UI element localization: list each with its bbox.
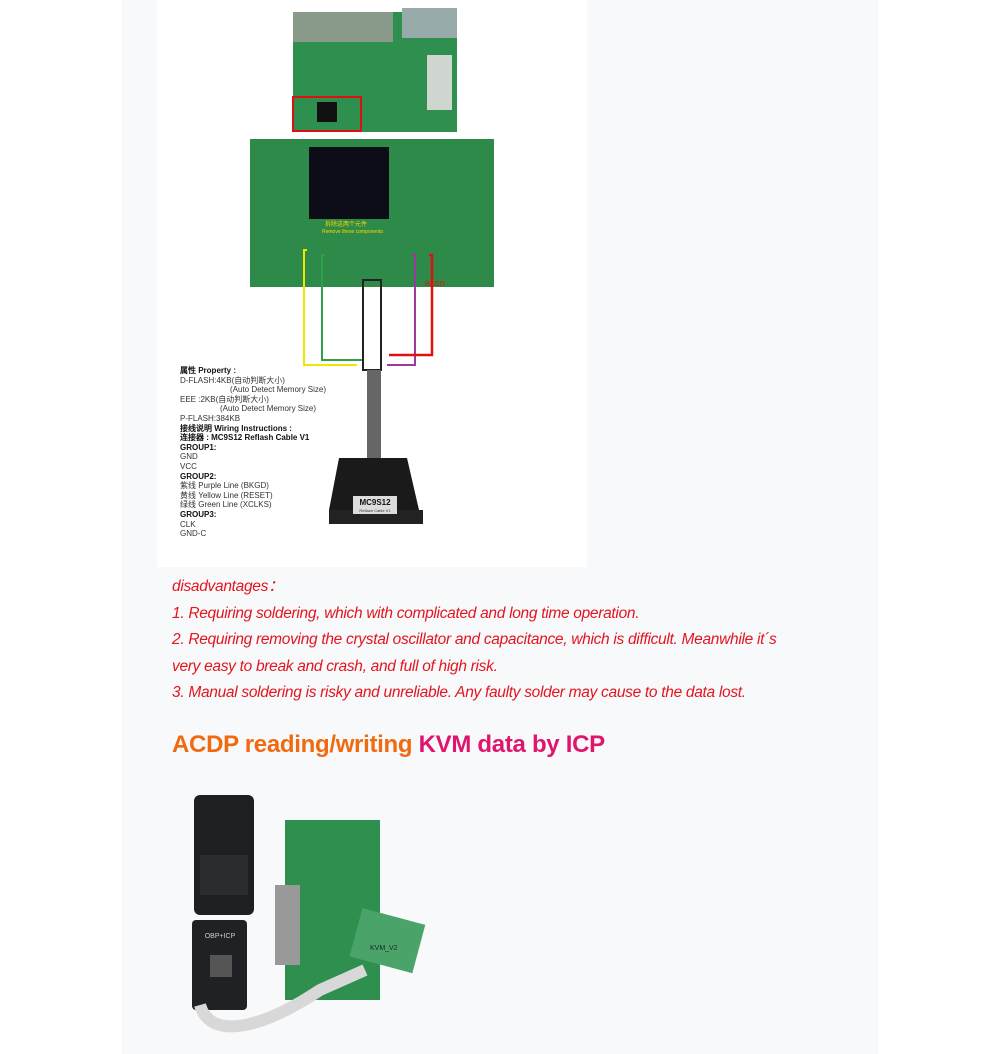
acdp-icp-photo: OBP+ICP KVM_V2 xyxy=(192,795,426,1033)
property-line: VCC xyxy=(180,461,197,471)
connector-title: MC9S12 xyxy=(359,498,391,507)
disadvantages-title: disadvantages： xyxy=(172,578,284,595)
section-heading: ACDP reading/writing KVM data by ICP xyxy=(172,731,605,759)
property-line: GND-C xyxy=(180,529,207,539)
property-line: D-FLASH:4KB(自动判断大小) xyxy=(180,375,285,385)
disadvantage-item: 3. Manual soldering is risky and unrelia… xyxy=(172,684,746,701)
property-line: CLK xyxy=(180,519,196,529)
kvm-board-label: KVM_V2 xyxy=(370,945,398,952)
mcu-chip xyxy=(309,147,389,219)
highlight-box xyxy=(292,96,362,132)
wiring-diagram-figure: 拆除这两个元件 Remove these components BKGD MC9… xyxy=(157,0,587,567)
heading-part2: KVM data by ICP xyxy=(418,731,606,758)
property-line: 属性 Property : xyxy=(180,366,237,375)
pcb-wiring-illustration: 拆除这两个元件 Remove these components BKGD MC9… xyxy=(250,8,494,524)
property-line: 绿线 Green Line (XCLKS) xyxy=(180,500,272,510)
property-line: EEE :2KB(自动判断大小) xyxy=(180,394,269,404)
disadvantages-section: disadvantages： 1. Requiring soldering, w… xyxy=(172,574,777,707)
property-line: GND xyxy=(180,452,198,462)
bkgd-label: BKGD xyxy=(425,281,445,288)
disadvantage-item: very easy to break and crash, and full o… xyxy=(172,657,498,675)
property-line: P-FLASH:384KB xyxy=(180,413,241,423)
adapter-label: OBP+ICP xyxy=(205,933,236,940)
remove-note-cn: 拆除这两个元件 xyxy=(325,220,367,228)
property-line: 黄线 Yellow Line (RESET) xyxy=(180,490,273,500)
property-line: GROUP3: xyxy=(180,509,217,519)
heading-part1: ACDP reading/writing xyxy=(172,731,419,758)
property-line: (Auto Detect Memory Size) xyxy=(230,385,327,395)
disadvantage-item: 2. Requiring removing the crystal oscill… xyxy=(172,631,777,648)
property-line: (Auto Detect Memory Size) xyxy=(220,404,317,414)
property-list: 属性 Property :D-FLASH:4KB(自动判断大小)(Auto De… xyxy=(180,366,326,539)
connector-subtitle: Reflash Cable V1 xyxy=(359,508,391,513)
property-line: GROUP1: xyxy=(180,442,217,452)
property-line: 接线说明 Wiring Instructions : xyxy=(180,423,292,433)
property-line: 紫线 Purple Line (BKGD) xyxy=(180,481,269,491)
disadvantage-item: 1. Requiring soldering, which with compl… xyxy=(172,604,640,622)
remove-note-en: Remove these components xyxy=(322,229,383,235)
property-line: GROUP2: xyxy=(180,471,217,481)
property-line: 连接器 : MC9S12 Reflash Cable V1 xyxy=(180,433,310,443)
